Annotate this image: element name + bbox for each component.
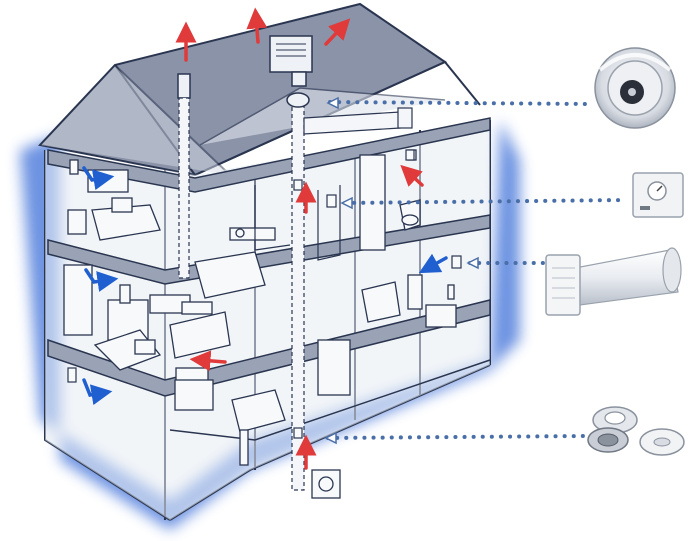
supply-arrows [82, 166, 448, 406]
floor-slab-upper [47, 214, 491, 285]
connector-thermostat [343, 198, 627, 205]
supply-arrow-lounge [418, 253, 448, 274]
roof-pipe-left [177, 73, 191, 99]
roof-vent-box [269, 35, 313, 87]
floor-slab-middle [47, 299, 491, 397]
living-room-furniture [63, 264, 191, 371]
exhaust-arrow-kitchen [189, 350, 227, 372]
left-duct-vertical [178, 97, 190, 279]
connector-fan [328, 100, 592, 106]
exhaust-arrows [175, 7, 424, 470]
staircase [254, 180, 341, 261]
attic-horizontal-duct [303, 107, 413, 135]
connector-lines [326, 100, 627, 440]
exhaust-arrow-roof-vent [246, 7, 268, 44]
floor-slab-top [47, 117, 491, 193]
ceiling-diffuser-icon [587, 406, 685, 456]
lounge-furniture [361, 274, 457, 328]
supply-arrow-living [84, 268, 119, 292]
ground-floor-furniture [174, 339, 351, 499]
duct-fan-icon [594, 47, 676, 129]
floor-slab-ground [169, 359, 491, 441]
supply-arrow-bedroom [82, 166, 115, 191]
attic-fan-unit [286, 92, 310, 108]
bathroom-furniture [194, 227, 276, 299]
exhaust-arrow-roof-right [324, 18, 351, 46]
thermostat-controller-icon [632, 172, 684, 218]
exhaust-arrow-wc [400, 164, 424, 187]
supply-arrow-ground [82, 378, 113, 406]
connector-diffuser [326, 434, 587, 440]
connector-heads [324, 96, 479, 445]
wall-air-inlet-icon [545, 247, 682, 316]
